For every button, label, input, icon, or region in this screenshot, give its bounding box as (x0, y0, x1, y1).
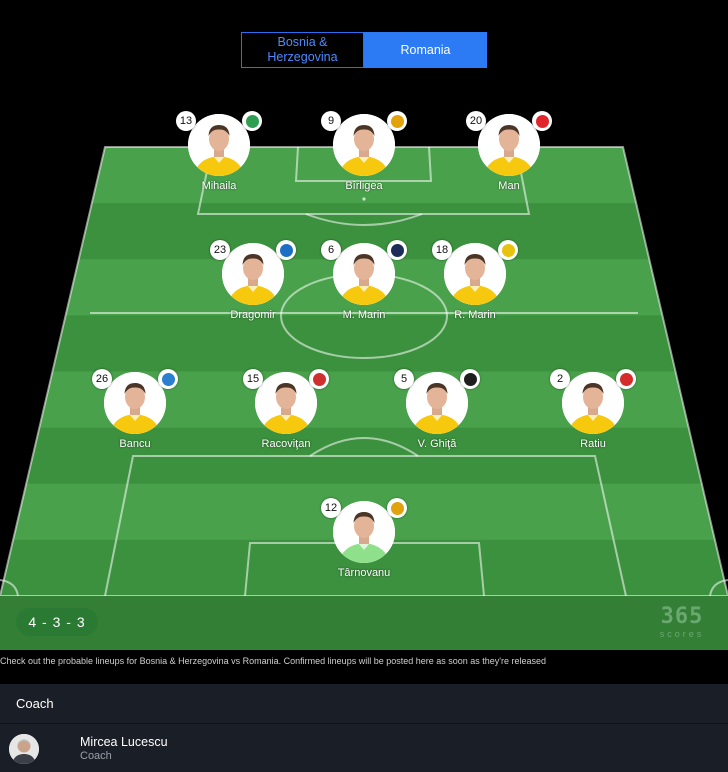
coach-section-title: Coach (0, 684, 728, 724)
pitch-apron (0, 596, 728, 650)
coach-role: Coach (80, 750, 112, 762)
club-badge-icon (276, 240, 296, 260)
shirt-number: 13 (176, 111, 196, 131)
player-name: Racoviţan (261, 438, 311, 450)
shirt-number: 26 (92, 369, 112, 389)
club-badge-icon (387, 111, 407, 131)
club-badge-icon (387, 240, 407, 260)
player-photo (255, 372, 317, 434)
formation-badge: 4 - 3 - 3 (16, 608, 98, 636)
club-badge-icon (498, 240, 518, 260)
player-name: Bîrligea (345, 180, 383, 192)
tab-bosnia-herzegovina[interactable]: Bosnia & Herzegovina (241, 32, 364, 68)
player-name: R. Marin (454, 309, 496, 321)
club-badge-icon (242, 111, 262, 131)
player-card[interactable]: 26 Bancu (80, 369, 190, 450)
player-photo (406, 372, 468, 434)
player-photo (333, 243, 395, 305)
club-badge-icon (387, 498, 407, 518)
player-name: Târnovanu (337, 567, 391, 579)
brand-logo-word: scores (659, 629, 705, 639)
player-name: Bancu (119, 438, 151, 450)
player-name: Ratiu (580, 438, 606, 450)
player-card[interactable]: 15 Racoviţan (231, 369, 341, 450)
club-badge-icon (616, 369, 636, 389)
player-card[interactable]: 12 Târnovanu (309, 498, 419, 579)
player-card[interactable]: 23 Dragomir (198, 240, 308, 321)
club-badge-icon (460, 369, 480, 389)
shirt-number: 23 (210, 240, 230, 260)
club-badge-icon (309, 369, 329, 389)
shirt-number: 2 (550, 369, 570, 389)
player-photo (478, 114, 540, 176)
shirt-number: 20 (466, 111, 486, 131)
player-photo (222, 243, 284, 305)
player-name: V. Ghiţă (417, 438, 457, 450)
player-card[interactable]: 6 M. Marin (309, 240, 419, 321)
shirt-number: 15 (243, 369, 263, 389)
coach-section: Coach Mircea Lucescu Coach (0, 684, 728, 772)
player-photo (333, 114, 395, 176)
club-badge-icon (158, 369, 178, 389)
brand-logo-number: 365 (660, 604, 704, 629)
player-name: Dragomir (230, 309, 276, 321)
player-photo (333, 501, 395, 563)
player-photo (444, 243, 506, 305)
brand-logo: 365 scores (652, 606, 712, 640)
lineup-disclaimer: Check out the probable lineups for Bosni… (0, 656, 547, 666)
coach-avatar (9, 734, 39, 764)
shirt-number: 5 (394, 369, 414, 389)
coach-name: Mircea Lucescu (80, 735, 168, 749)
pitch-lines (0, 146, 728, 597)
player-name: M. Marin (342, 309, 386, 321)
player-card[interactable]: 2 Ratiu (538, 369, 648, 450)
player-card[interactable]: 20 Man (454, 111, 564, 192)
team-tabs: Bosnia & Herzegovina Romania (241, 32, 487, 68)
player-card[interactable]: 13 Mihaila (164, 111, 274, 192)
tab-romania[interactable]: Romania (364, 32, 487, 68)
player-name: Man (498, 180, 520, 192)
club-badge-icon (532, 111, 552, 131)
pitch (0, 146, 728, 650)
shirt-number: 6 (321, 240, 341, 260)
player-card[interactable]: 9 Bîrligea (309, 111, 419, 192)
shirt-number: 9 (321, 111, 341, 131)
player-card[interactable]: 18 R. Marin (420, 240, 530, 321)
shirt-number: 12 (321, 498, 341, 518)
player-photo (562, 372, 624, 434)
player-card[interactable]: 5 V. Ghiţă (382, 369, 492, 450)
player-photo (104, 372, 166, 434)
player-photo (188, 114, 250, 176)
player-name: Mihaila (201, 180, 237, 192)
shirt-number: 18 (432, 240, 452, 260)
coach-row[interactable]: Mircea Lucescu Coach (0, 724, 728, 772)
